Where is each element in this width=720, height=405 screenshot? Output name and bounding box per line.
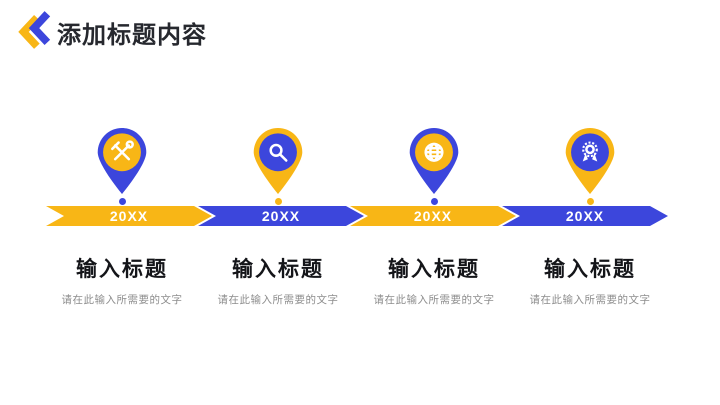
pin-anchor-dot: [430, 198, 438, 205]
year-label[interactable]: 20XX: [261, 208, 301, 224]
search-icon: [269, 143, 288, 162]
pin-anchor-dot: [118, 198, 126, 205]
year-label[interactable]: 20XX: [109, 208, 149, 224]
map-pin: [409, 128, 459, 195]
map-pin: [253, 128, 303, 195]
timeline-item-1: 输入标题 请在此输入所需要的文字: [44, 128, 200, 307]
item-description[interactable]: 请在此输入所需要的文字: [61, 294, 183, 306]
map-pin: [565, 128, 615, 195]
banner-segment-1: 20XX: [46, 206, 212, 226]
timeline-item-4: 输入标题 请在此输入所需要的文字: [512, 128, 668, 307]
timeline-item-3: 输入标题 请在此输入所需要的文字: [356, 128, 512, 307]
medal-icon: [582, 141, 598, 162]
item-description[interactable]: 请在此输入所需要的文字: [373, 294, 495, 306]
slide-header: 添加标题内容: [0, 0, 720, 60]
item-heading[interactable]: 输入标题: [388, 258, 480, 281]
item-heading[interactable]: 输入标题: [76, 258, 168, 281]
timeline-banner: 20XX 20XX 20XX 20XX: [46, 206, 668, 226]
banner-segment-3: 20XX: [350, 206, 516, 226]
pin-anchor-dot: [274, 198, 282, 205]
banner-segment-4: 20XX: [502, 206, 668, 226]
item-description[interactable]: 请在此输入所需要的文字: [529, 294, 651, 306]
banner-segment-2: 20XX: [198, 206, 364, 226]
item-description[interactable]: 请在此输入所需要的文字: [217, 294, 339, 306]
map-pin: [97, 128, 147, 195]
timeline-item-2: 输入标题 请在此输入所需要的文字: [200, 128, 356, 307]
double-chevron-left-icon: [18, 11, 51, 49]
pin-anchor-dot: [586, 198, 594, 205]
year-label[interactable]: 20XX: [413, 208, 453, 224]
timeline: 输入标题 请在此输入所需要的文字 输入标题 请在此输入所需要的文字: [44, 128, 668, 307]
tools-icon: [111, 140, 134, 161]
item-heading[interactable]: 输入标题: [232, 258, 324, 281]
slide-title[interactable]: 添加标题内容: [57, 22, 207, 49]
globe-icon: [424, 142, 444, 162]
item-heading[interactable]: 输入标题: [544, 258, 636, 281]
year-label[interactable]: 20XX: [565, 208, 605, 224]
